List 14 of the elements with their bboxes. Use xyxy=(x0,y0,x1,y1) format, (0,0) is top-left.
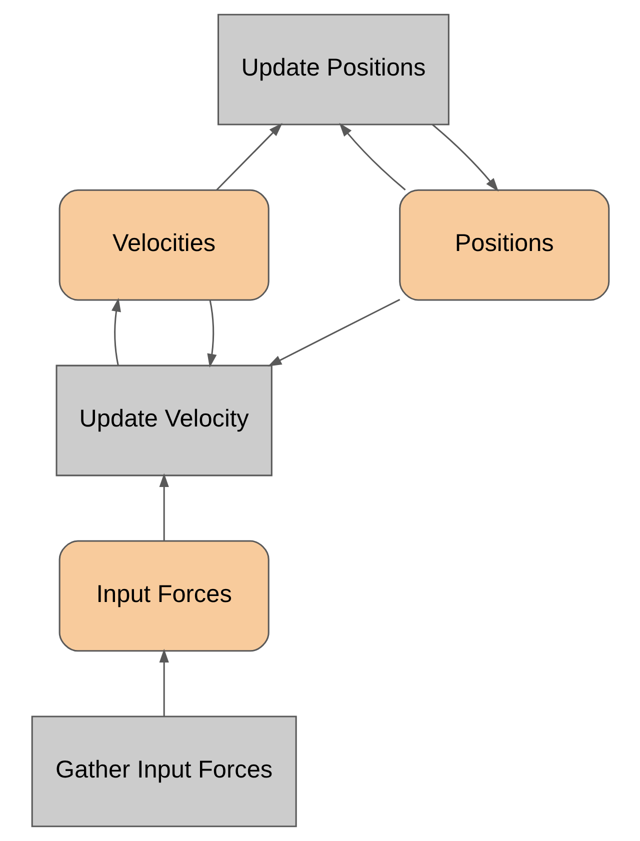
node-box: Positions xyxy=(398,189,610,301)
node-box: Input Forces xyxy=(58,540,269,652)
node-box: Gather Input Forces xyxy=(30,716,296,828)
arrow xyxy=(158,473,168,541)
node-box: Velocities xyxy=(58,189,269,301)
arrow xyxy=(206,300,216,368)
arrow xyxy=(216,123,282,190)
node-box: Update Velocity xyxy=(55,364,272,476)
arrow xyxy=(338,122,406,190)
arrow xyxy=(267,298,400,366)
arrow xyxy=(432,124,498,192)
arrow xyxy=(111,298,120,366)
arrow xyxy=(158,648,168,716)
node-box: Update Positions xyxy=(217,14,449,126)
